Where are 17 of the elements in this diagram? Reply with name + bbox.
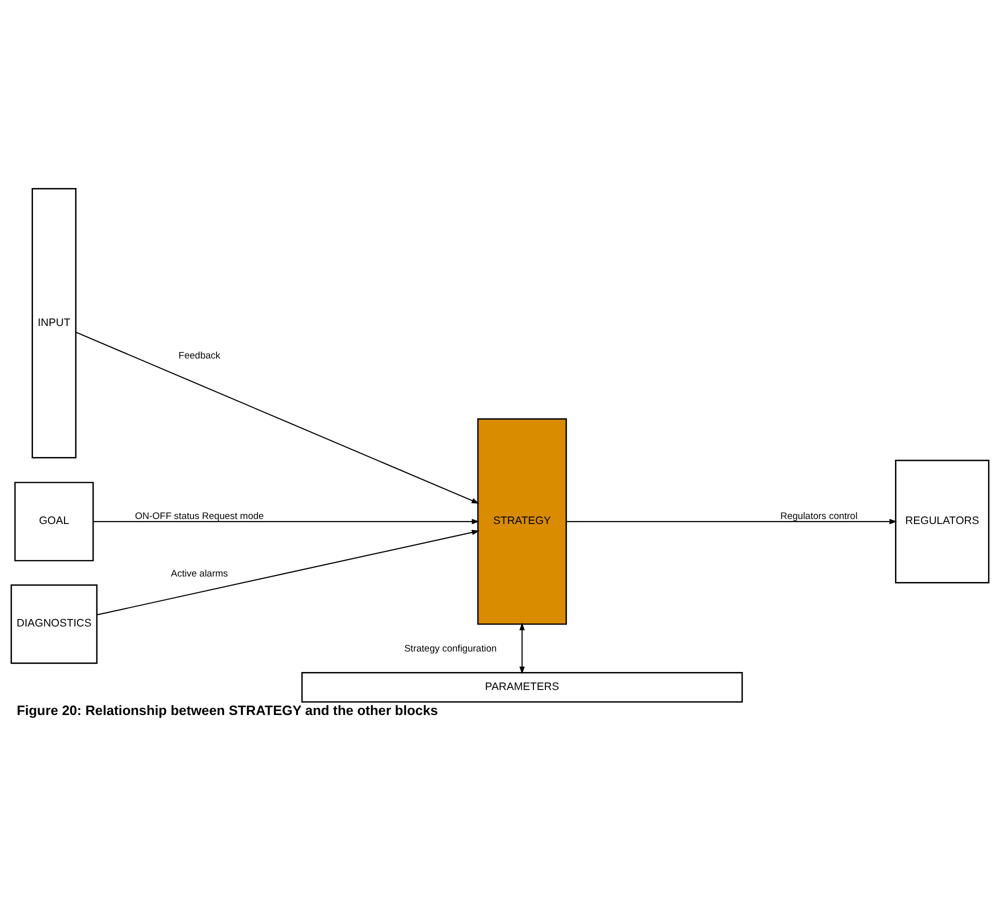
edge-label: Regulators control (780, 510, 858, 522)
node-box: INPUT (32, 188, 76, 458)
edge-label: ON-OFF status Request mode (135, 510, 264, 522)
arrow (76, 332, 480, 504)
node-box: PARAMETERS (301, 672, 743, 703)
edge-label: Active alarms (170, 568, 228, 580)
arrow (566, 518, 898, 524)
edge-label: Strategy configuration (404, 643, 497, 654)
arrow (93, 518, 480, 524)
node-box: STRATEGY (477, 418, 567, 625)
arrow (96, 530, 480, 616)
node-box: REGULATORS (895, 460, 990, 584)
edge-label: Feedback (178, 350, 220, 362)
arrow (519, 622, 525, 674)
caption: Figure 20: Relationship between STRATEGY and the other blocks (16, 702, 438, 718)
node-box: GOAL (14, 482, 94, 562)
node-box: DIAGNOSTICS (10, 584, 98, 664)
